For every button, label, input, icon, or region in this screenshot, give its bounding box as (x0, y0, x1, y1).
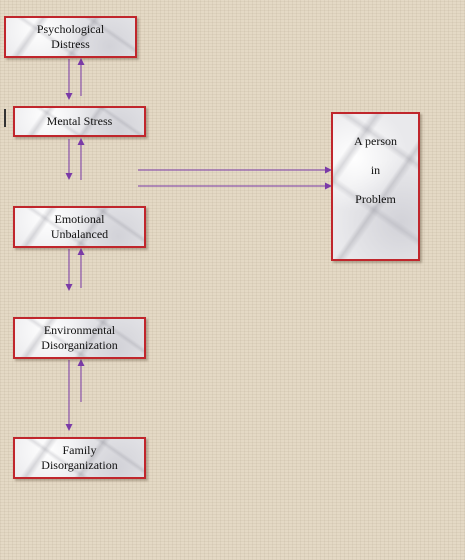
node-label-line: in (370, 163, 381, 177)
node-label-line: A person (354, 134, 397, 148)
node-psychological-distress: Psychological Distress (4, 16, 137, 58)
node-label-line: Mental Stress (46, 114, 113, 128)
node-label-line: Disorganization (41, 458, 118, 472)
node-label-line: Psychological (36, 22, 105, 36)
text-cursor-mark (4, 109, 6, 127)
node-family-disorganization: Family Disorganization (13, 437, 146, 479)
node-label-line: Family (62, 443, 97, 457)
node-label-line: Distress (51, 37, 90, 51)
node-label-line: Disorganization (41, 338, 118, 352)
node-mental-stress: Mental Stress (13, 106, 146, 137)
node-label-line: Unbalanced (50, 227, 109, 241)
node-emotional-unbalanced: Emotional Unbalanced (13, 206, 146, 248)
node-environmental-disorganization: Environmental Disorganization (13, 317, 146, 359)
node-label-line: Problem (355, 192, 396, 206)
node-person-in-problem: A person in Problem (331, 112, 420, 261)
node-label-line: Environmental (43, 323, 116, 337)
node-label-line: Emotional (54, 212, 105, 226)
